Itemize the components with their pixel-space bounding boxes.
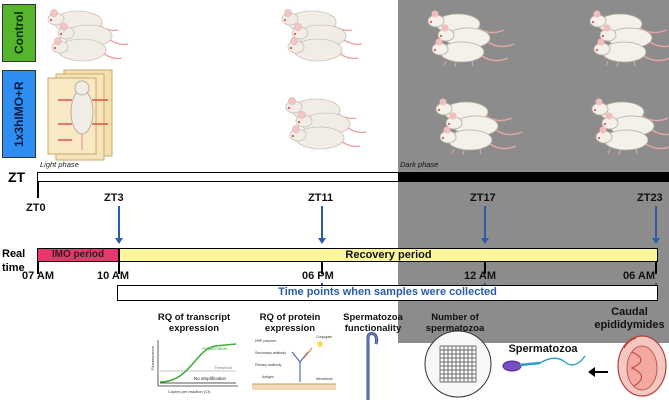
light-phase-label: Light phase [40, 160, 79, 169]
spermatozoon-icon [502, 355, 586, 372]
zt0-label: ZT0 [26, 202, 46, 214]
zt23-arrow-head [652, 238, 660, 244]
sampling-time-points-box: Time points when samples were collected [117, 285, 658, 301]
rq-protein-line2: expression [264, 323, 316, 334]
time-12am: 12 AM [464, 270, 496, 282]
time-06am: 06 AM [623, 270, 655, 282]
zt17-arrow-head [481, 238, 489, 244]
western-label-5: Conjugate [316, 335, 332, 339]
epididymis-icon [617, 335, 667, 397]
real-time-tick-4 [655, 262, 657, 274]
western-label-2: Primary antibody [255, 363, 282, 367]
sperm-hook-icon [366, 332, 379, 400]
mice-illustrations [47, 8, 669, 161]
zt0-tick-line [37, 182, 39, 198]
qpcr-ylabel: Fluorescence [150, 345, 155, 370]
rq-transcript-line1: RQ of transcript [157, 312, 231, 323]
western-label-1: Secondary antibody [255, 351, 286, 355]
qpcr-xlabel: Copies per reaction (Ct) [168, 389, 211, 394]
zt3-arrow-head [115, 238, 123, 244]
functionality-line1: Spermatozoa [343, 312, 403, 323]
time-07am: 07 AM [22, 270, 54, 282]
real-time-tick-2 [321, 262, 323, 274]
zt11-label: ZT11 [308, 192, 334, 204]
zt23-label: ZT23 [637, 192, 663, 204]
zt17-arrow-line [484, 206, 486, 238]
rq-protein-caption: RQ of protein expression [250, 312, 330, 334]
dark-phase-label: Dark phase [400, 160, 439, 169]
caudal-line1: Caudal [611, 306, 648, 318]
left-arrow-icon [588, 367, 608, 377]
counting-chamber-icon [424, 330, 492, 398]
western-label-3: Antigen [262, 375, 274, 379]
recovery-period-segment: Recovery period [119, 248, 658, 262]
western-blot-diagram: HRP-polymer Secondary antibody Primary a… [252, 335, 336, 390]
qpcr-amplification-text: Amplification [202, 346, 228, 351]
rq-transcript-caption: RQ of transcript expression [148, 312, 240, 334]
caudal-line2: epididymides [594, 319, 665, 331]
analysis-illustrations: Amplification Threshold No amplification… [150, 330, 667, 400]
zt11-arrow-line [321, 206, 323, 238]
real-time-tick-0 [37, 262, 39, 274]
functionality-caption: Spermatozoa functionality [338, 312, 408, 334]
qpcr-no-amplification-text: No amplification [194, 376, 227, 381]
time-06pm: 06 PM [302, 270, 334, 282]
imo-period-segment: IMO period [37, 248, 119, 262]
zt11-arrow-head [318, 238, 326, 244]
western-label-4: Membrane [316, 377, 333, 381]
real-time-label-line2: time [2, 262, 25, 274]
rq-protein-line1: RQ of protein [259, 312, 321, 323]
functionality-line2: functionality [344, 323, 402, 334]
qpcr-threshold-text: Threshold [214, 365, 232, 370]
number-caption: Number of spermatozoa [418, 312, 492, 334]
time-10am: 10 AM [97, 270, 129, 282]
zt3-arrow-line [118, 206, 120, 238]
real-time-tick-1 [118, 262, 120, 274]
zt23-arrow-line [655, 206, 657, 238]
real-time-label-line1: Real [2, 248, 26, 260]
dark-phase-bar [398, 172, 669, 182]
qpcr-plot: Amplification Threshold No amplification… [150, 338, 240, 394]
zt17-label: ZT17 [470, 192, 496, 204]
number-line2: spermatozoa [425, 323, 485, 334]
rq-transcript-line2: expression [168, 323, 220, 334]
zt3-label: ZT3 [104, 192, 124, 204]
number-line1: Number of [431, 312, 479, 323]
spermatozoa-caption: Spermatozoa [508, 343, 578, 355]
real-time-tick-3 [484, 262, 486, 274]
caudal-caption: Caudal epididymides [590, 306, 669, 332]
zt-axis-label: ZT [8, 169, 26, 185]
western-label-0: HRP-polymer [255, 339, 277, 343]
